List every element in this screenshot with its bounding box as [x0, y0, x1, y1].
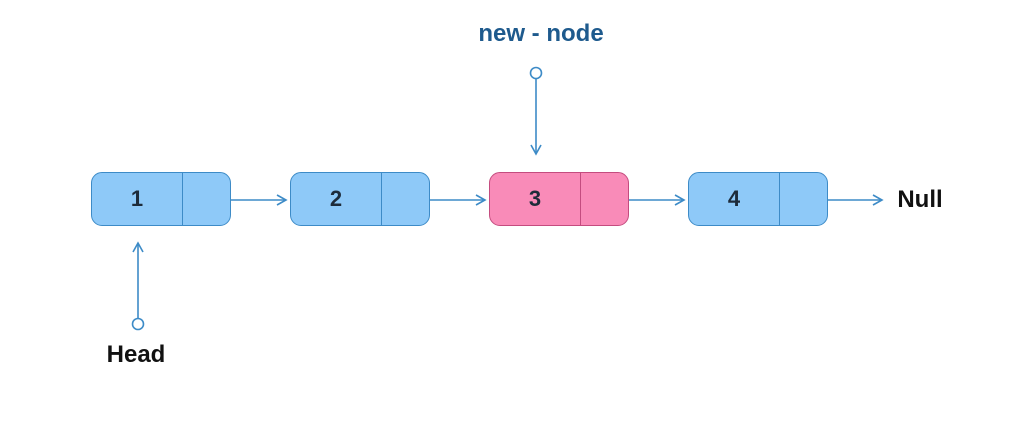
head-label: Head — [106, 341, 166, 368]
new-node-arrow-origin — [529, 66, 543, 80]
node-value: 1 — [130, 186, 144, 211]
node-value: 3 — [528, 186, 542, 211]
list-node-4: 4 — [688, 172, 828, 226]
node-pointer-cell — [381, 173, 429, 225]
list-node-3-new: 3 — [489, 172, 629, 226]
node-pointer-cell — [580, 173, 628, 225]
node-value: 2 — [329, 186, 343, 211]
head-arrow-origin — [131, 317, 145, 331]
list-node-1: 1 — [91, 172, 231, 226]
node-pointer-cell — [182, 173, 230, 225]
new-node-label: new - node — [478, 20, 604, 47]
null-label: Null — [897, 186, 943, 213]
list-node-2: 2 — [290, 172, 430, 226]
node-value: 4 — [727, 186, 741, 211]
node-pointer-cell — [779, 173, 827, 225]
